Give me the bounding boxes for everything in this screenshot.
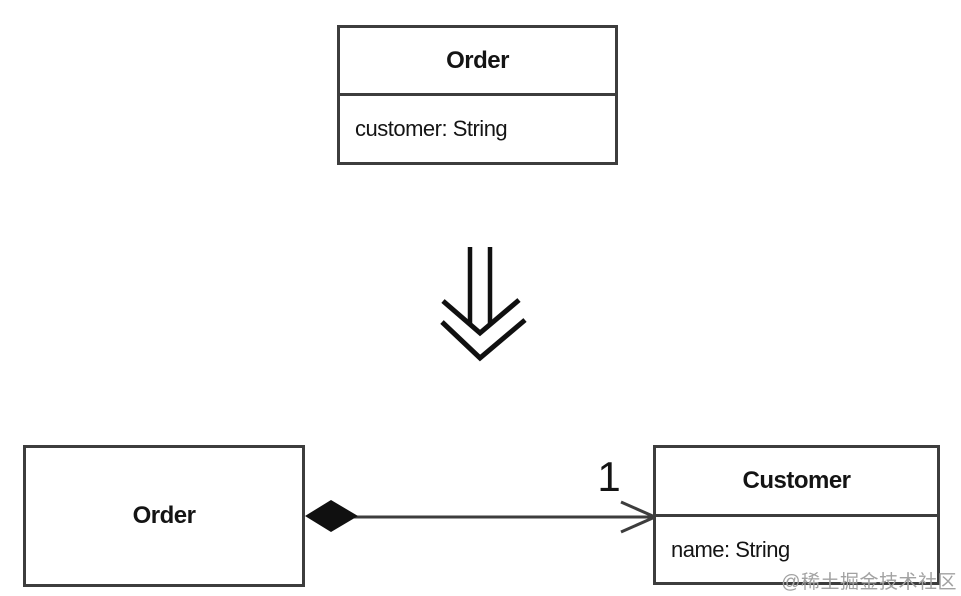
arrow-chevron-outer: [440, 318, 527, 362]
class-box-order-after: Order: [23, 445, 305, 587]
double-down-arrow-icon: [440, 247, 527, 362]
open-arrowhead-icon: [620, 500, 659, 534]
association-order-customer: [305, 500, 659, 534]
class-title-customer: Customer: [742, 467, 851, 494]
multiplicity-label: 1: [597, 453, 621, 500]
class-title-order-before: Order: [446, 46, 509, 74]
class-box-order-before: Order customer: String: [337, 25, 618, 165]
class-title-order-after: Order: [132, 502, 196, 529]
composition-diamond-icon: [305, 500, 358, 532]
class-attribute-customer-string: customer: String: [340, 93, 615, 162]
arrow-chevron-inner: [441, 298, 521, 337]
watermark-text: @稀土掘金技术社区: [781, 572, 957, 593]
class-box-customer: Customer name: String: [653, 445, 940, 585]
class-attribute-name-string: name: String: [656, 514, 937, 582]
